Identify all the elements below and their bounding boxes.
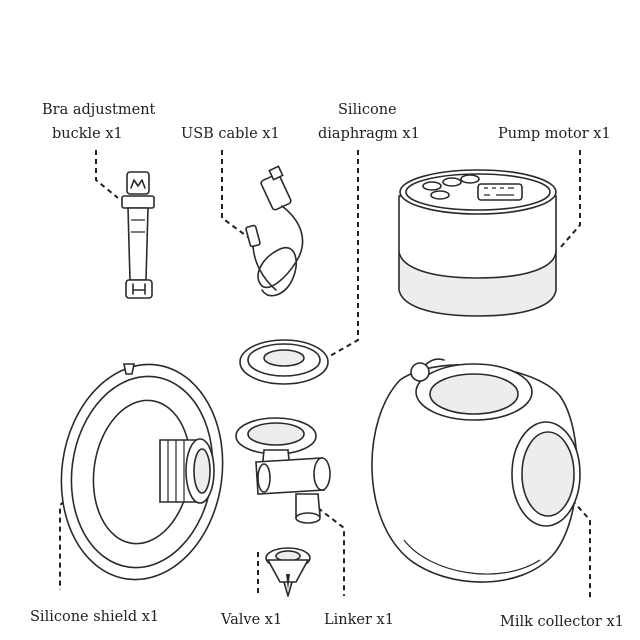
label-pump-motor: Pump motor x1 <box>498 126 611 142</box>
leader-milk-collector <box>571 499 591 600</box>
usb-cable-drawing <box>245 165 304 297</box>
label-diaphragm-line1: Silicone <box>338 102 397 118</box>
label-diaphragm-line2: diaphragm x1 <box>318 126 420 142</box>
leader-bra-buckle <box>95 150 119 199</box>
leader-diaphragm <box>329 150 359 357</box>
milk-collector-drawing <box>371 358 581 583</box>
label-valve: Valve x1 <box>221 612 283 628</box>
silicone-shield-drawing <box>60 363 224 581</box>
leader-usb-cable <box>221 150 253 241</box>
diaphragm-drawing <box>239 339 329 385</box>
bra-buckle-drawing <box>121 171 155 299</box>
label-usb-cable: USB cable x1 <box>181 126 280 142</box>
label-silicone-shield: Silicone shield x1 <box>30 609 160 625</box>
valve-drawing <box>265 547 311 597</box>
label-bra-buckle-line1: Bra adjustment <box>42 102 156 118</box>
linker-drawing <box>235 417 331 524</box>
leader-lines <box>59 150 591 600</box>
label-bra-buckle-line2: buckle x1 <box>52 126 123 142</box>
leader-pump-motor <box>559 150 581 249</box>
leader-linker <box>317 507 345 596</box>
label-linker: Linker x1 <box>324 612 394 628</box>
label-milk-collector: Milk collector x1 <box>500 614 624 630</box>
pump-motor-drawing <box>398 169 557 317</box>
